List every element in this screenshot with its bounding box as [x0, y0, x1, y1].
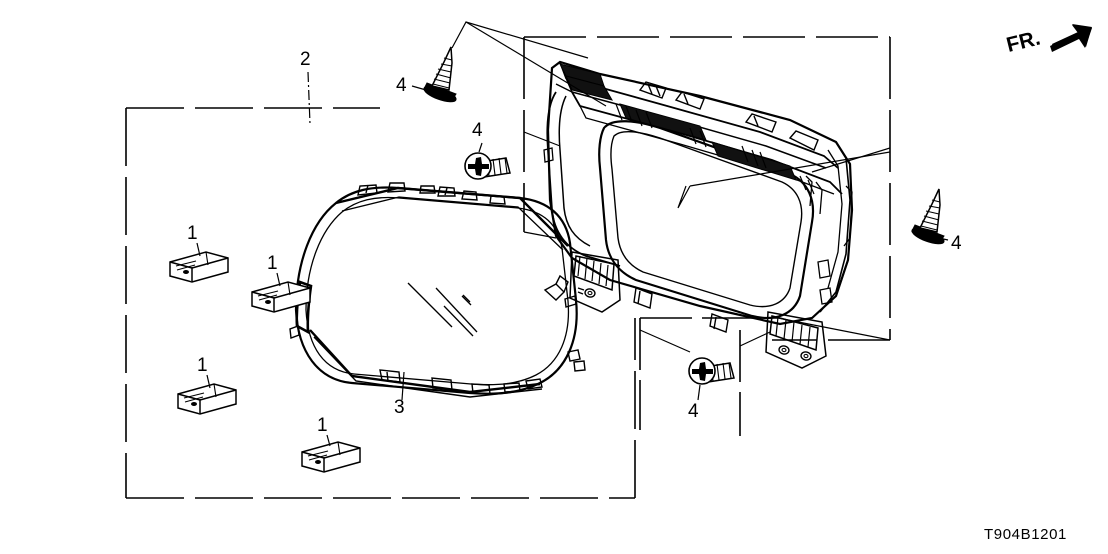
lens-reflection-lines [407, 282, 478, 337]
callout-3: 3 [394, 397, 405, 418]
callout-4b: 4 [472, 120, 483, 141]
bracket-clip-3 [177, 383, 237, 415]
bracket-clip-1 [169, 251, 229, 283]
callout-1c: 1 [197, 355, 208, 376]
tapping-screw-3 [911, 188, 945, 245]
bracket-clip-2 [251, 281, 311, 313]
tapping-screw-2 [464, 152, 511, 180]
callout-1d: 1 [317, 415, 328, 436]
diagram-code: T904B1201 [984, 526, 1067, 543]
callout-4d: 4 [688, 401, 699, 422]
callout-1a: 1 [187, 223, 198, 244]
assembly-boundary-2 [125, 107, 636, 499]
tapping-screw-4 [688, 357, 735, 385]
callout-2: 2 [300, 49, 311, 70]
callout-1b: 1 [267, 253, 278, 274]
callout-4c: 4 [951, 233, 962, 254]
meter-cluster-housing [543, 60, 854, 369]
bracket-clip-4 [301, 441, 361, 473]
leader-lines [196, 21, 949, 447]
screw-region-boundary [639, 317, 778, 436]
callout-4a: 4 [396, 75, 407, 96]
tapping-screw-1 [423, 46, 457, 103]
